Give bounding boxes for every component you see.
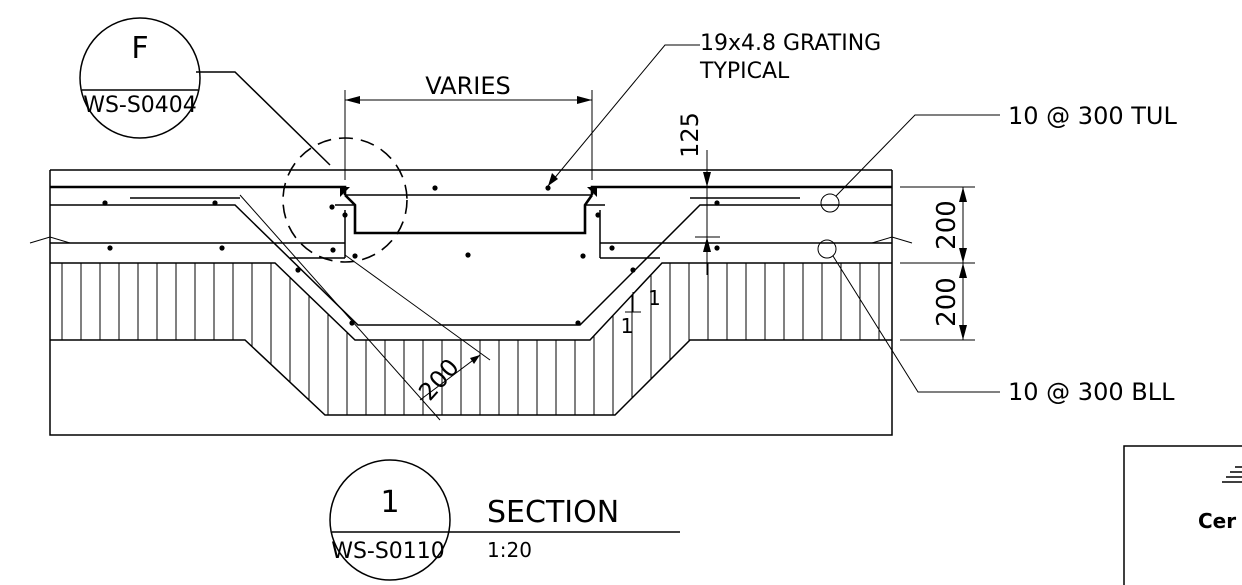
rebar-dot <box>295 267 301 273</box>
slope-rise-label: 1 <box>648 286 661 310</box>
rebar-dot <box>102 200 108 206</box>
rebar-dot <box>219 245 225 251</box>
grating-channel <box>335 187 605 235</box>
section-title: SECTION <box>487 495 619 530</box>
section-sheet: WS-S0110 <box>331 539 445 564</box>
dim-200-upper-label: 200 <box>932 200 962 250</box>
rebar-dots <box>102 185 720 326</box>
rebar-bottom-callout: 10 @ 300 BLL <box>817 239 1175 406</box>
rebar-top-callout: 10 @ 300 TUL <box>820 102 1177 213</box>
detail-callout-sheet: WS-S0404 <box>83 93 197 118</box>
dim-200-lower-label: 200 <box>932 277 962 327</box>
slope-run-label: 1 <box>621 314 634 338</box>
dim-200-right: 200 200 <box>900 186 975 341</box>
slab-outline <box>49 169 893 436</box>
rebar-dot <box>575 320 581 326</box>
varies-dimension: VARIES <box>344 72 593 180</box>
rebar-bottom-label: 10 @ 300 BLL <box>1008 378 1175 406</box>
dim-125: 125 <box>676 112 720 275</box>
grating-label-line1: 19x4.8 GRATING <box>700 31 881 56</box>
break-symbols <box>29 236 913 244</box>
rebar-dot <box>545 185 551 191</box>
rebar-dot <box>342 212 348 218</box>
dim-200-slope: 200 <box>239 194 491 421</box>
varies-label: VARIES <box>425 72 510 100</box>
rebar-dot <box>432 185 438 191</box>
rebar-dot <box>352 253 358 259</box>
rebar-dot <box>349 320 355 326</box>
section-title-callout: 1 WS-S0110 SECTION 1:20 <box>329 459 680 581</box>
dim-125-label: 125 <box>676 112 704 158</box>
title-block: Cer <box>1123 445 1242 585</box>
rebar-top-label: 10 @ 300 TUL <box>1008 102 1177 130</box>
detail-leader <box>196 71 331 166</box>
detail-callout: F WS-S0404 <box>79 17 201 139</box>
rebar-dot <box>714 200 720 206</box>
detail-callout-letter: F <box>131 31 148 66</box>
rebar-dot <box>465 252 471 258</box>
rebar-dot <box>595 212 601 218</box>
grating-leader: 19x4.8 GRATING TYPICAL <box>547 31 881 187</box>
bottom-rebar <box>50 210 892 259</box>
title-block-text: Cer <box>1198 509 1236 533</box>
rebar-dot <box>714 245 720 251</box>
title-block-logo <box>1222 466 1242 483</box>
backfill-hatch <box>61 263 880 415</box>
grating-label-line2: TYPICAL <box>699 59 790 84</box>
rebar-dot <box>212 200 218 206</box>
rebar-dot <box>630 267 636 273</box>
rebar-dot <box>609 245 615 251</box>
rebar-dot <box>329 204 335 210</box>
slope-indicator: 1 1 <box>621 286 661 338</box>
rebar-dot <box>330 247 336 253</box>
rebar-dot <box>107 245 113 251</box>
section-number: 1 <box>380 485 399 520</box>
rebar-dot <box>580 253 586 259</box>
section-scale: 1:20 <box>487 538 532 562</box>
